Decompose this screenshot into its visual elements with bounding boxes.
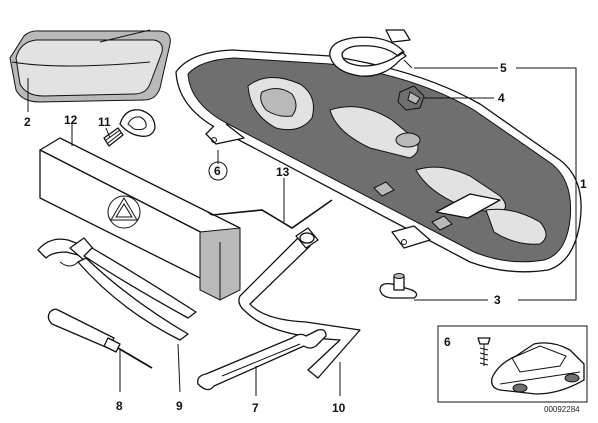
clip [397, 85, 425, 111]
callout-6-circle [208, 161, 228, 181]
hook-wire [207, 199, 333, 229]
callout-1: 1 [580, 177, 587, 191]
callout-6-inset: 6 [444, 335, 451, 349]
inset-vehicle [437, 325, 588, 403]
callout-9: 9 [176, 399, 183, 413]
callout-4: 4 [498, 91, 505, 105]
callout-6: 6 [214, 164, 221, 178]
wing-nut [379, 273, 418, 299]
leader-lines [27, 59, 577, 396]
tool-pouch [9, 29, 171, 103]
tool-tray [175, 49, 582, 273]
warning-triangle-case [39, 137, 241, 301]
callout-12: 12 [64, 113, 78, 127]
towing-eye [103, 109, 156, 147]
callout-5: 5 [500, 61, 507, 75]
callout-8: 8 [116, 399, 123, 413]
reference-number: 00092284 [544, 405, 580, 414]
screwdriver [47, 308, 153, 369]
spanner [197, 328, 327, 391]
callout-11: 11 [98, 115, 111, 129]
pliers [37, 237, 197, 341]
callout-10: 10 [332, 401, 346, 415]
callout-13: 13 [276, 165, 290, 179]
callout-7: 7 [252, 401, 259, 415]
callout-2: 2 [24, 115, 31, 129]
strap [329, 29, 411, 77]
callout-3: 3 [494, 293, 501, 307]
